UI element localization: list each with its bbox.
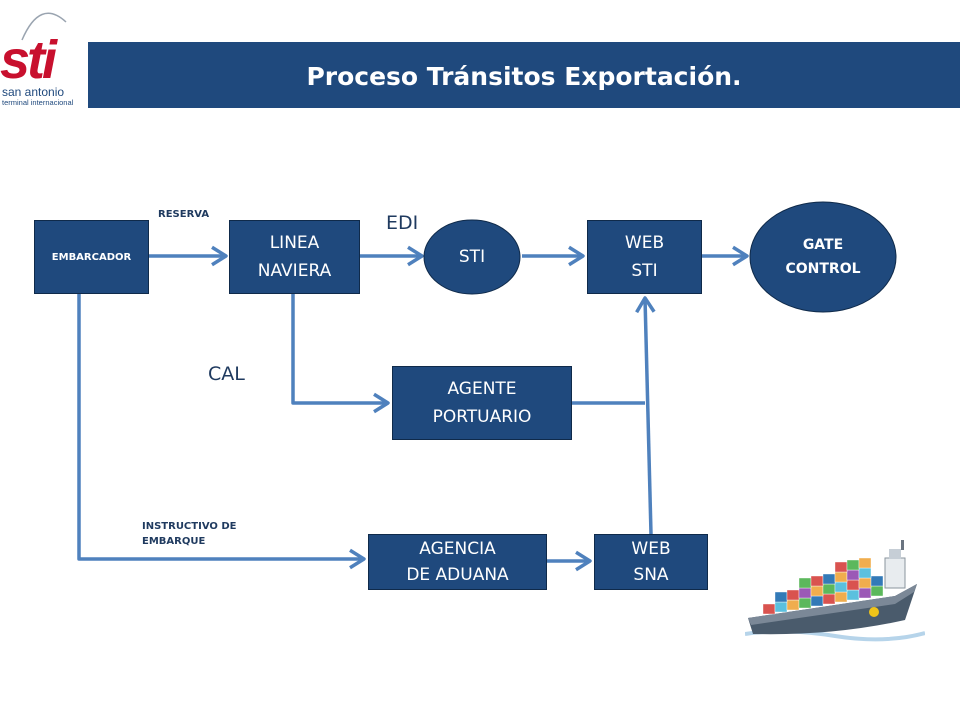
edge-web-sna-web-sti: [635, 296, 656, 535]
logo-swoosh-icon: [21, 12, 67, 41]
node-agente-portuario: AGENTE PORTUARIO: [392, 366, 572, 440]
header-bar: [88, 42, 960, 108]
node-embarcador: EMBARCADOR: [34, 220, 149, 294]
logo-mark: sti: [0, 30, 57, 90]
node-linea-naviera: LINEA NAVIERA: [229, 220, 360, 294]
label-reserva: RESERVA: [158, 209, 210, 220]
node-gate-control-ellipse: [749, 201, 897, 313]
label-edi: EDI: [386, 212, 419, 234]
edge-embarcador-agencia-aduana: [77, 294, 366, 570]
node-web-sna: WEB SNA: [594, 534, 708, 590]
logo-line-1: san antonio: [2, 85, 65, 99]
page-title: Proceso Tránsitos Exportación.: [306, 62, 742, 91]
cargo-ship-icon: [745, 540, 925, 642]
label-cal: CAL: [208, 363, 245, 385]
sti-logo: sti san antonio terminal internacional: [0, 0, 88, 110]
node-sti-ellipse: [423, 219, 521, 295]
node-agencia-aduana: AGENCIA DE ADUANA: [368, 534, 547, 590]
logo-line-2: terminal internacional: [2, 98, 74, 107]
node-web-sti: WEB STI: [587, 220, 702, 294]
label-instructivo-embarque: INSTRUCTIVO DE EMBARQUE: [142, 521, 237, 547]
node-gate-control: GATE CONTROL: [785, 237, 861, 277]
edge-linea-naviera-agente-portuario: [291, 294, 390, 414]
node-sti: STI: [458, 247, 486, 267]
